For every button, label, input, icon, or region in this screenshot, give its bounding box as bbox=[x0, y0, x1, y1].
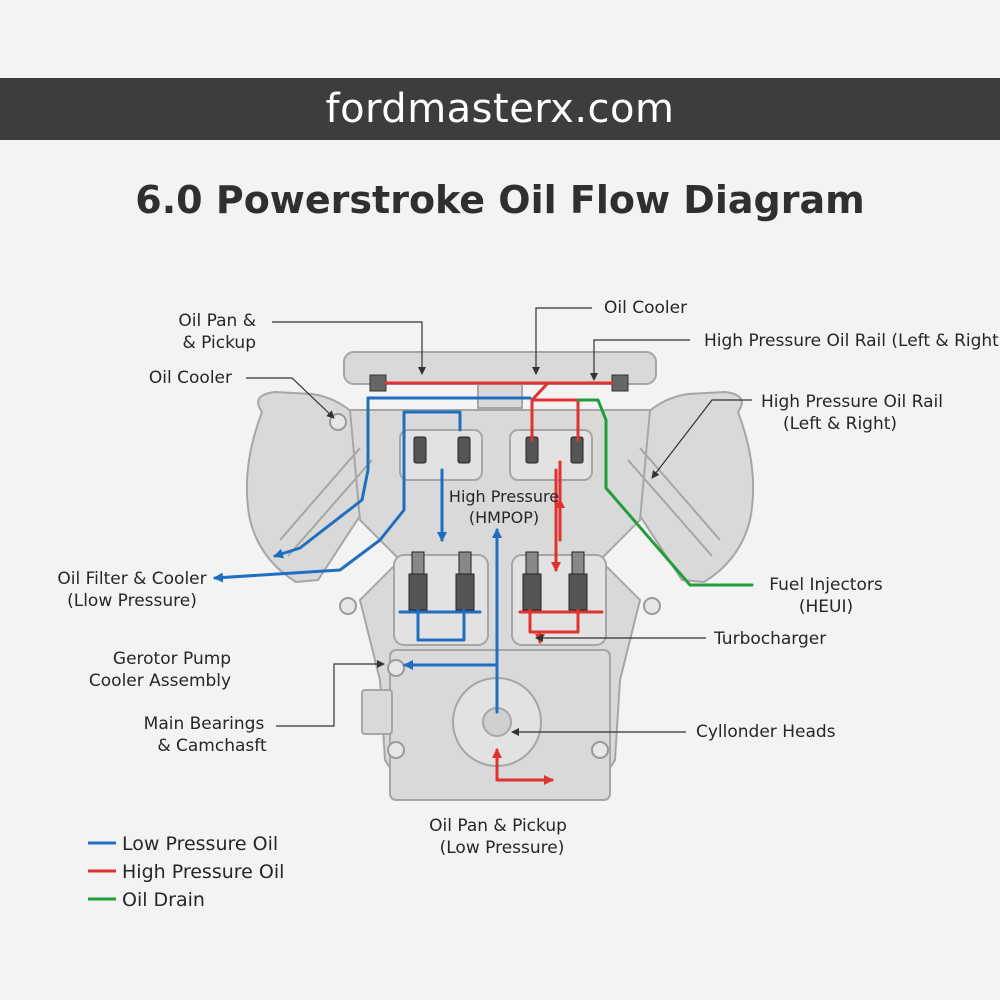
diagram-title: 6.0 Powerstroke Oil Flow Diagram bbox=[135, 178, 865, 222]
injector bbox=[457, 436, 471, 464]
label-oil-pan-top-2: & Pickup bbox=[183, 333, 257, 353]
label-gerotor-2: Cooler Assembly bbox=[89, 671, 231, 691]
site-banner: fordmasterx.com bbox=[0, 78, 1000, 140]
side-boss bbox=[361, 689, 393, 735]
label-hp-rail-right-1: High Pressure Oil Rail bbox=[761, 392, 943, 412]
label-main-bearings-2: & Camchasft bbox=[157, 736, 267, 756]
bolt bbox=[387, 659, 405, 677]
leader-hp-rail-top bbox=[590, 339, 690, 381]
label-oil-cooler-left: Oil Cooler bbox=[149, 368, 232, 388]
injector bbox=[568, 551, 588, 611]
injector bbox=[522, 551, 542, 611]
legend-label-high: High Pressure Oil bbox=[122, 861, 284, 883]
injector bbox=[455, 551, 475, 611]
label-hmpop-2: (HMPOP) bbox=[469, 508, 539, 527]
label-oil-cooler-top: Oil Cooler bbox=[604, 298, 687, 318]
label-fuel-injectors-1: Fuel Injectors bbox=[769, 575, 883, 595]
lp-line-to-filter bbox=[213, 428, 406, 583]
label-main-bearings-1: Main Bearings bbox=[144, 714, 265, 734]
lp-line-bottom-loop bbox=[416, 608, 466, 642]
label-fuel-injectors-2: (HEUI) bbox=[799, 597, 853, 617]
injector bbox=[413, 436, 427, 464]
injectors-bottom bbox=[408, 551, 588, 611]
drain-line bbox=[576, 398, 754, 587]
intake-manifold bbox=[343, 351, 657, 385]
site-name: fordmasterx.com bbox=[325, 86, 675, 132]
label-gerotor-1: Gerotor Pump bbox=[113, 649, 231, 669]
bolt bbox=[643, 597, 661, 615]
label-turbocharger: Turbocharger bbox=[713, 629, 826, 649]
hp-line-bottom-loop bbox=[528, 608, 580, 634]
leader-main-bearings bbox=[276, 660, 385, 727]
legend-label-low: Low Pressure Oil bbox=[122, 833, 278, 855]
valve-cover-details bbox=[279, 447, 721, 557]
leader-oil-cooler-left bbox=[246, 377, 335, 419]
bolt bbox=[339, 597, 357, 615]
label-oil-pan-bottom-1: Oil Pan & Pickup bbox=[429, 816, 567, 836]
label-hp-rail-right-2: (Left & Right) bbox=[783, 414, 897, 434]
manifold-neck bbox=[477, 383, 523, 409]
label-oil-pan-top-1: Oil Pan & bbox=[178, 311, 256, 331]
leader-hp-rail-right bbox=[651, 399, 752, 479]
leader-oil-pan-top bbox=[272, 321, 426, 375]
leader-oil-cooler-top bbox=[532, 307, 592, 375]
label-oil-filter-2: (Llow Pressure) bbox=[67, 591, 197, 611]
engine-block bbox=[245, 351, 755, 801]
label-hmpop-1: High Pressure bbox=[449, 487, 559, 506]
legend-label-drain: Oil Drain bbox=[122, 889, 205, 911]
bolt bbox=[591, 741, 609, 759]
label-hp-rail-top: High Pressure Oil Rail (Left & Right) bbox=[704, 331, 1000, 351]
injectors-top bbox=[413, 436, 584, 464]
legend: Low Pressure Oil High Pressure Oil Oil D… bbox=[88, 833, 284, 911]
label-cylinder-heads: Cyllonder Heads bbox=[696, 722, 836, 742]
bolts bbox=[329, 413, 661, 759]
injector bbox=[408, 551, 428, 611]
rail-end-right bbox=[611, 374, 629, 392]
label-oil-pan-bottom-2: (Low Pressure) bbox=[440, 838, 565, 858]
lp-line-inner-loop bbox=[402, 410, 462, 432]
rail-end-left bbox=[369, 374, 387, 392]
bolt bbox=[387, 741, 405, 759]
label-oil-filter-1: Oil Filter & Cooler bbox=[57, 569, 206, 589]
